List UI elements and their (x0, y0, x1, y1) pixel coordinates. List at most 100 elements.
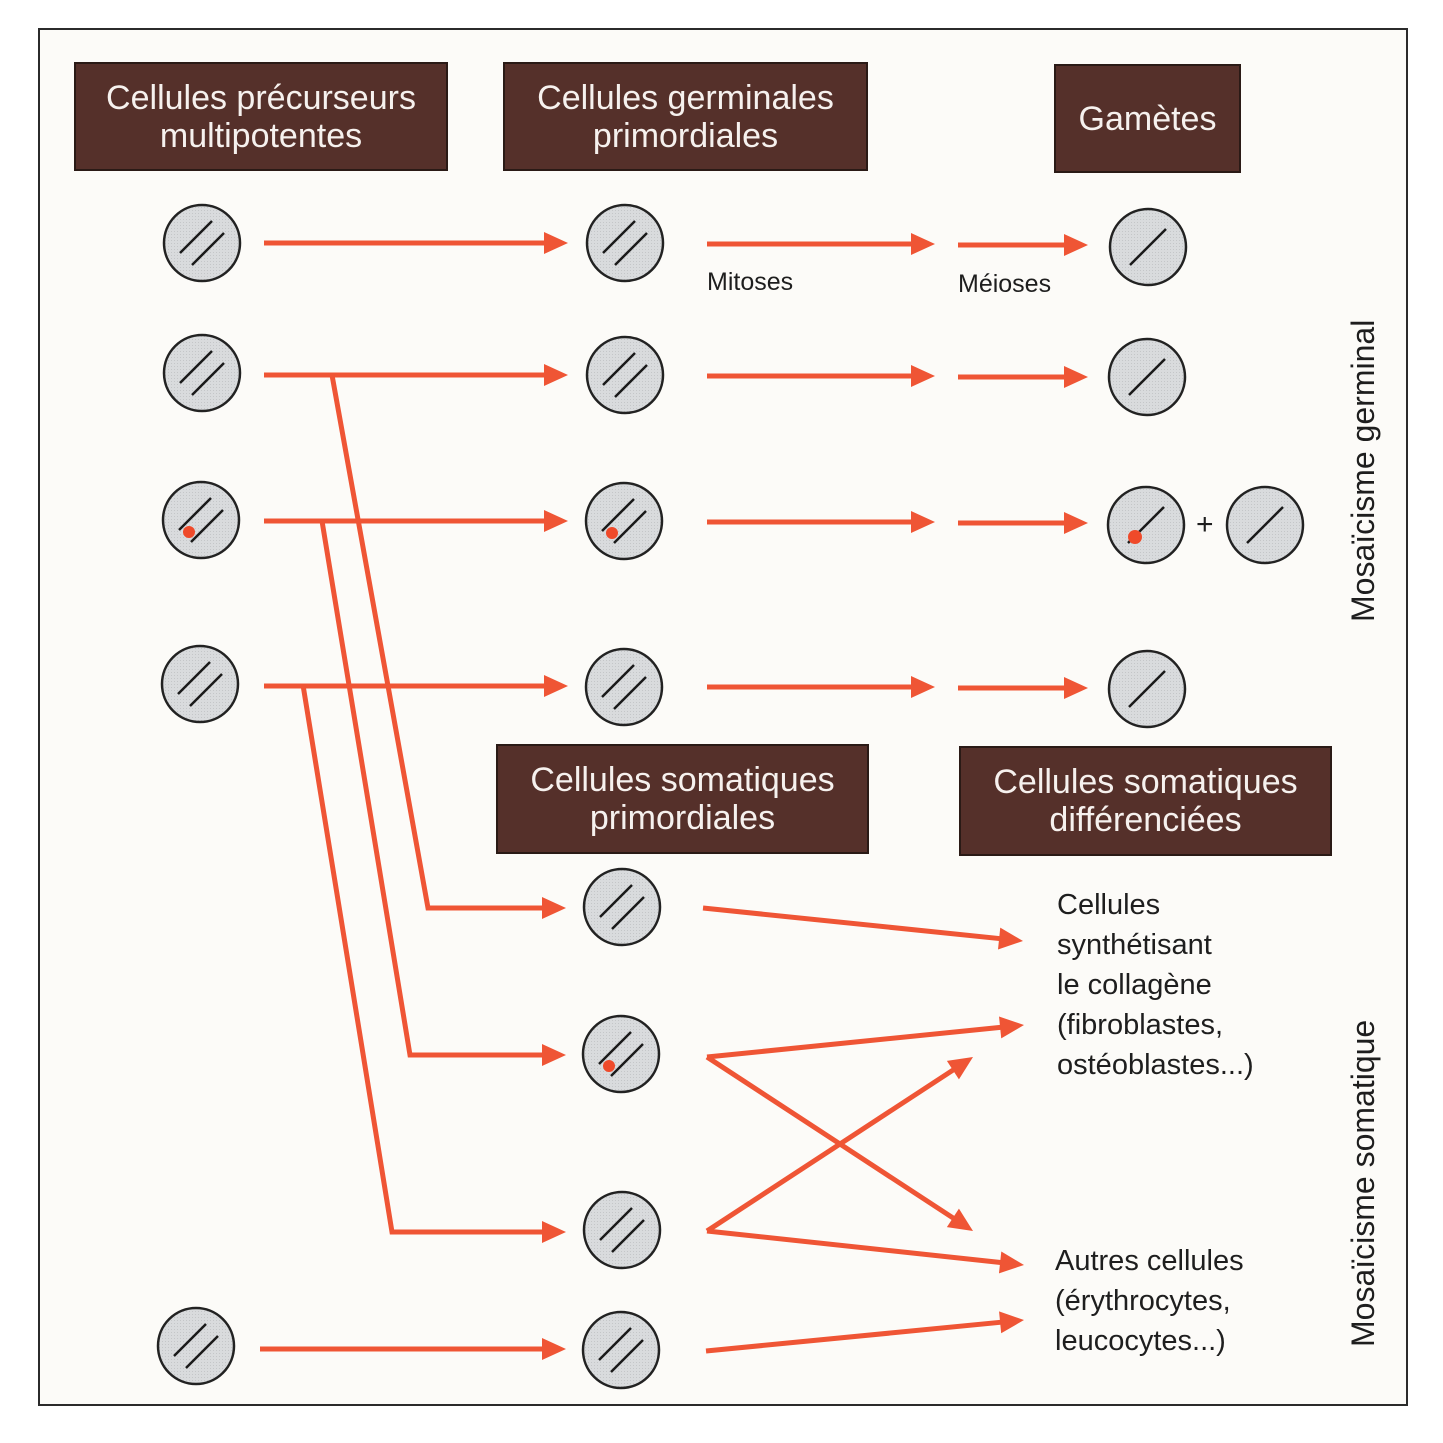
chromosome-line (610, 1339, 644, 1373)
arrow-precursor-to-germinal (264, 675, 568, 697)
arrowhead (911, 511, 935, 533)
chromosome-line (610, 1043, 644, 1077)
arrowhead (1064, 677, 1088, 699)
arrow-shaft (329, 374, 546, 911)
gamete-cell (1108, 207, 1188, 287)
chromosome-line (189, 673, 223, 707)
side-label-germinal-mosaicism: Mosaïcisme germinal (1345, 319, 1381, 622)
chromosome-line (599, 1207, 633, 1241)
header-germinal-primordial-cells: Cellules germinales primordiales (503, 62, 868, 171)
cell-membrane (585, 203, 665, 283)
chromosome-line (191, 232, 225, 266)
precursor-cell (160, 644, 240, 724)
germinal-cell (584, 481, 664, 561)
target-other-cells: Autres cellules (érythrocytes, leucocyte… (1055, 1245, 1244, 1357)
arrowhead (542, 897, 566, 919)
arrow-somatic-to-other (705, 1311, 1024, 1354)
arrowhead (946, 1208, 973, 1231)
arrowhead (911, 365, 935, 387)
chromosome-line (614, 364, 648, 398)
precursor-cell (156, 1306, 236, 1386)
arrowhead (544, 510, 568, 532)
chromosome-line (601, 498, 635, 532)
cell-membrane (162, 203, 242, 283)
arrowhead (544, 232, 568, 254)
arrowhead (911, 676, 935, 698)
label-mitoses: Mitoses (707, 268, 794, 296)
arrow-somatic-to-collagen (706, 1016, 1024, 1060)
cell-membrane (584, 647, 664, 727)
arrow-precursor-to-germinal (264, 510, 568, 532)
gamete-cell (1106, 485, 1186, 565)
cell-membrane (582, 867, 662, 947)
arrow-shaft (300, 684, 546, 1235)
germinal-cell (585, 335, 665, 415)
plus-sign: + (1196, 508, 1214, 541)
chromosome-line (179, 220, 213, 254)
arrow-precursor-to-somatic (300, 684, 566, 1243)
cell-membrane (585, 335, 665, 415)
target-collagen-cells: Cellules synthétisant le collagène (fibr… (1057, 889, 1254, 1081)
chromosome-line (1128, 358, 1166, 396)
arrow-somatic-to-other (705, 1054, 973, 1231)
chromosome-line (1128, 670, 1166, 708)
mutation-dot (1128, 530, 1142, 544)
cell-membrane (584, 481, 664, 561)
arrow-somatic-to-collagen (702, 905, 1023, 950)
header-precursor-cells: Cellules précurseurs multipotentes (74, 62, 448, 171)
chromosome-line (1246, 506, 1284, 544)
arrow-shaft (706, 1228, 1005, 1266)
precursor-cell (161, 480, 241, 560)
arrow-somatic-to-other (706, 1228, 1024, 1274)
cell-membrane (160, 644, 240, 724)
chromosome-line (173, 1323, 207, 1357)
chromosome-line (614, 232, 648, 266)
arrow-shaft (319, 520, 546, 1058)
chromosome-line (179, 350, 213, 384)
somatic-cell (581, 1310, 661, 1390)
arrow-somatic-to-collagen (705, 1057, 973, 1234)
germinal-cell (585, 203, 665, 283)
arrow-meiosis (958, 512, 1088, 534)
arrow-shaft (705, 1065, 958, 1234)
cell-membrane (582, 1190, 662, 1270)
chromosome-line (602, 352, 636, 386)
arrow-precursor-to-somatic (329, 374, 566, 919)
chromosome-line (190, 509, 224, 543)
arrowhead (911, 233, 935, 255)
arrowhead (1064, 234, 1088, 256)
mutation-dot (606, 527, 618, 539)
chromosome-line (178, 497, 212, 531)
arrowhead (542, 1221, 566, 1243)
chromosome-line (599, 884, 633, 918)
chromosome-line (191, 362, 225, 396)
somatic-cell (581, 1014, 661, 1094)
header-somatic-differentiated-cells: Cellules somatiques différenciées (959, 746, 1332, 856)
cell-membrane (156, 1306, 236, 1386)
chromosome-line (1129, 228, 1167, 266)
arrow-precursor-to-somatic (260, 1338, 566, 1360)
gamete-cell (1107, 649, 1187, 729)
germinal-cell (584, 647, 664, 727)
arrowhead (999, 1311, 1024, 1334)
chromosome-line (613, 510, 647, 544)
arrow-shaft (706, 1024, 1005, 1060)
chromosome-line (598, 1031, 632, 1065)
mutation-dot (603, 1060, 615, 1072)
chromosome-line (185, 1335, 219, 1369)
precursor-cell (162, 203, 242, 283)
cells-layer (156, 203, 1305, 1390)
chromosome-line (613, 676, 647, 710)
arrowhead (1064, 512, 1088, 534)
header-somatic-primordial-cells: Cellules somatiques primordiales (496, 744, 869, 854)
somatic-cell (582, 1190, 662, 1270)
arrowhead (1064, 366, 1088, 388)
chromosome-line (601, 664, 635, 698)
arrow-shaft (705, 1054, 958, 1223)
cell-membrane (162, 333, 242, 413)
arrow-mitosis (707, 365, 935, 387)
mutation-dot (183, 526, 195, 538)
side-label-somatic-mosaicism: Mosaïcisme somatique (1345, 1019, 1381, 1347)
arrows-layer (260, 232, 1088, 1360)
